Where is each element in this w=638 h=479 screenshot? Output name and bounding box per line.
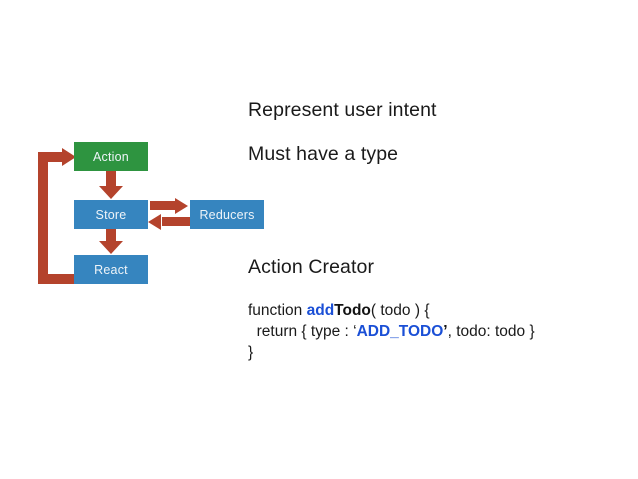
- code-closing-quote: ’: [443, 323, 448, 340]
- code-return-prefix: return { type : ‘: [248, 323, 357, 340]
- loop-segment-left-icon: [38, 152, 48, 284]
- arrow-reducers-to-store-stem-icon: [162, 217, 192, 226]
- arrow-store-to-reducers-head-icon: [175, 198, 188, 214]
- node-reducers: Reducers: [190, 200, 264, 229]
- code-line-2: return { type : ‘ADD_TODO’, todo: todo }: [248, 323, 535, 340]
- code-block-action-creator: function addTodo( todo ) { return { type…: [248, 300, 535, 363]
- code-line-3: }: [248, 344, 254, 361]
- node-action: Action: [74, 142, 148, 171]
- arrow-store-to-reducers-stem-icon: [150, 201, 178, 210]
- node-react: React: [74, 255, 148, 284]
- arrow-action-to-store-stem-icon: [106, 171, 116, 188]
- node-store-label: Store: [95, 207, 127, 222]
- bullet-must-have-a-type: Must have a type: [248, 143, 399, 165]
- content-column: Represent user intent Must have a type A…: [248, 0, 630, 479]
- loop-segment-top-icon: [38, 152, 66, 162]
- node-action-label: Action: [93, 149, 129, 164]
- code-keyword-function: function: [248, 302, 307, 319]
- node-reducers-label: Reducers: [199, 207, 255, 222]
- node-react-label: React: [94, 262, 128, 277]
- redux-data-flow-diagram: Action Store Reducers React: [0, 0, 300, 479]
- code-fn-params: ( todo ) {: [370, 302, 430, 319]
- code-fn-name-todo: Todo: [334, 302, 371, 319]
- arrow-store-to-react-stem-icon: [106, 229, 116, 243]
- code-return-suffix: , todo: todo }: [447, 323, 535, 340]
- section-heading-action-creator: Action Creator: [248, 256, 375, 278]
- code-constant-add-todo: ADD_TODO: [356, 323, 444, 340]
- arrow-action-to-store-head-icon: [99, 186, 123, 199]
- node-store: Store: [74, 200, 148, 229]
- bullet-represent-user-intent: Represent user intent: [248, 99, 437, 121]
- code-fn-name-add: add: [306, 302, 335, 319]
- arrow-store-to-react-head-icon: [99, 241, 123, 254]
- arrow-reducers-to-store-head-icon: [148, 214, 161, 230]
- loop-segment-bottom-icon: [38, 274, 82, 284]
- code-line-1: function addTodo( todo ) {: [248, 302, 430, 319]
- loop-arrowhead-icon: [62, 148, 76, 166]
